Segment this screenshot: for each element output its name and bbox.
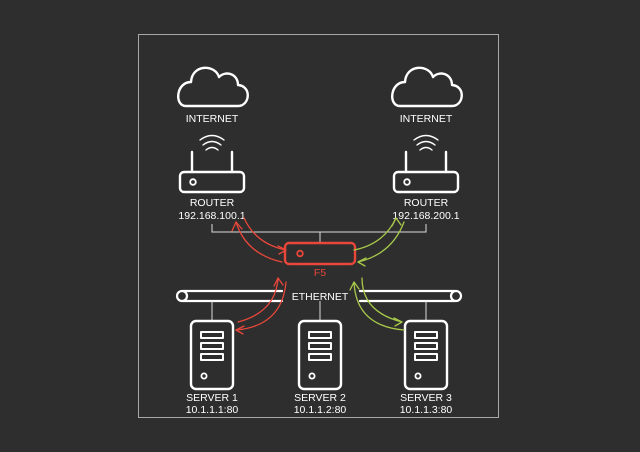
ethernet-end-icon (175, 289, 189, 303)
server-address: 10.1.1.2:80 (294, 404, 347, 416)
server-links (211, 301, 427, 321)
router-label: ROUTER (404, 197, 449, 209)
server-label: SERVER 2 (294, 392, 346, 404)
server-label: SERVER 1 (186, 392, 238, 404)
router-icon (178, 134, 246, 194)
ethernet-label: ETHERNET (292, 291, 349, 303)
ethernet-bus: ETHERNET (175, 289, 463, 303)
router-label: ROUTER (190, 197, 235, 209)
internet-cloud-right: INTERNET (391, 66, 463, 125)
diagram-frame (138, 34, 499, 418)
server-label: SERVER 3 (400, 392, 452, 404)
router-icon (392, 134, 460, 194)
f5-label: F5 (314, 267, 326, 279)
traffic-path-green (349, 217, 405, 331)
server-3: SERVER 3 10.1.1.3:80 (400, 319, 453, 416)
cloud-icon (391, 66, 463, 108)
ethernet-end-icon (449, 289, 463, 303)
server-1: SERVER 1 10.1.1.1:80 (186, 319, 239, 416)
server-icon (403, 319, 449, 391)
server-address: 10.1.1.1:80 (186, 404, 239, 416)
router-links (211, 224, 427, 243)
server-2: SERVER 2 10.1.1.2:80 (294, 319, 347, 416)
router-left: ROUTER 192.168.100.1 (178, 134, 246, 222)
cloud-icon (177, 66, 249, 108)
status-light-icon (296, 249, 304, 258)
server-icon (189, 319, 235, 391)
traffic-path-red (231, 217, 287, 335)
internet-cloud-left: INTERNET (177, 66, 249, 125)
server-address: 10.1.1.3:80 (400, 404, 453, 416)
server-icon (297, 319, 343, 391)
internet-label: INTERNET (400, 113, 453, 125)
internet-label: INTERNET (186, 113, 239, 125)
f5-load-balancer: F5 (283, 241, 357, 279)
load-balancer-icon (283, 241, 357, 266)
router-right: ROUTER 192.168.200.1 (392, 134, 460, 222)
router-ip: 192.168.100.1 (178, 210, 245, 222)
router-ip: 192.168.200.1 (392, 210, 459, 222)
